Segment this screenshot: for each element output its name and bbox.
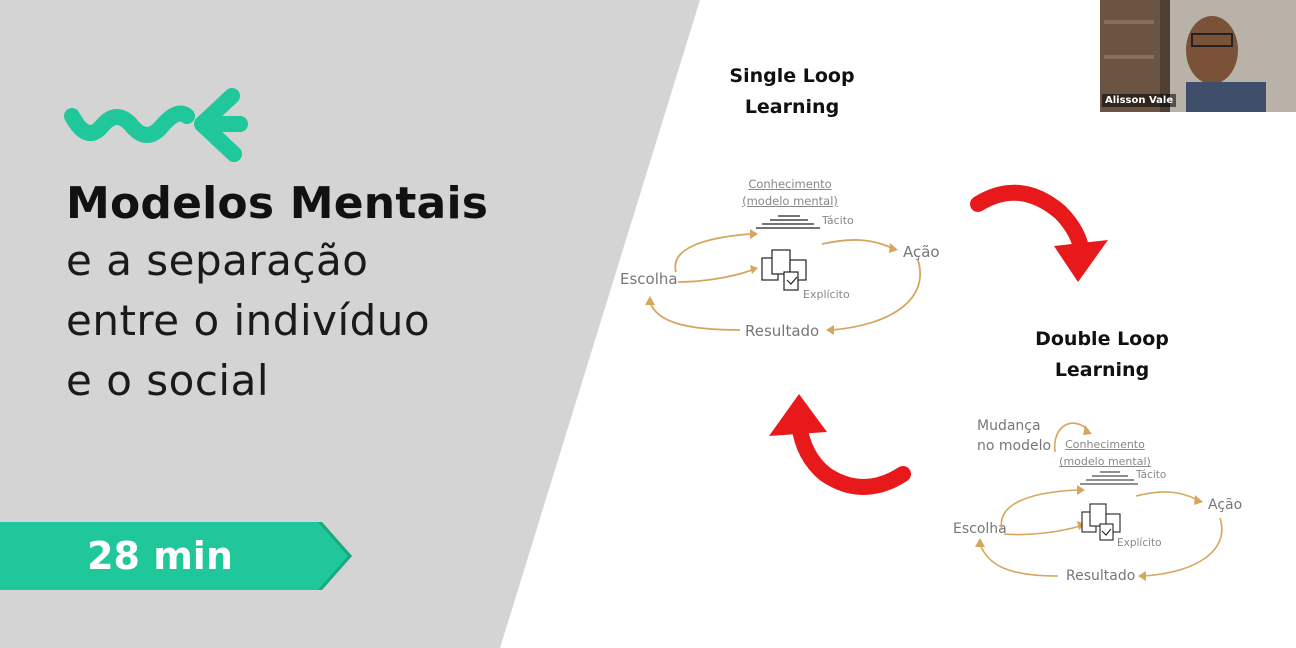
brand-logo-icon [64, 88, 248, 162]
single-tacit-label: Tácito [822, 214, 854, 227]
duration-label: 28 min [87, 534, 233, 578]
single-explicit-label: Explícito [803, 288, 850, 301]
double-documents-icon [1081, 503, 1121, 541]
red-arrow-down-icon [970, 184, 1108, 282]
double-action-label: Ação [1208, 497, 1243, 513]
single-result-label: Resultado [745, 322, 820, 340]
single-choice-label: Escolha [620, 270, 678, 288]
double-result-label: Resultado [1066, 568, 1136, 584]
red-arrow-up-icon [769, 394, 911, 495]
subtitle-line-2: entre o indivíduo [66, 296, 431, 345]
double-choice-label: Escolha [953, 521, 1007, 537]
double-explicit-label: Explícito [1117, 537, 1162, 549]
single-loop-arrows [645, 215, 921, 335]
slide-title: Modelos Mentais [66, 178, 489, 229]
single-loop-heading: Single Loop Learning [729, 65, 855, 118]
participant-name-label: Alisson Vale [1102, 94, 1177, 107]
duration-badge [0, 522, 352, 590]
double-knowledge-label: Conhecimento (modelo mental) [1059, 438, 1151, 468]
subtitle-line-1: e a separação [66, 236, 369, 285]
participant-video[interactable] [1100, 0, 1296, 112]
double-tacit-label: Tácito [1136, 469, 1167, 481]
single-action-label: Ação [903, 243, 940, 261]
double-loop-arrows [975, 422, 1223, 581]
participant-video-frame [1100, 0, 1296, 112]
single-knowledge-label: Conhecimento (modelo mental) [742, 177, 838, 208]
subtitle-line-3: e o social [66, 356, 269, 405]
double-change-label: Mudança no modelo [977, 418, 1052, 454]
single-documents-icon [761, 249, 807, 291]
double-loop-heading: Double Loop Learning [1035, 328, 1169, 381]
